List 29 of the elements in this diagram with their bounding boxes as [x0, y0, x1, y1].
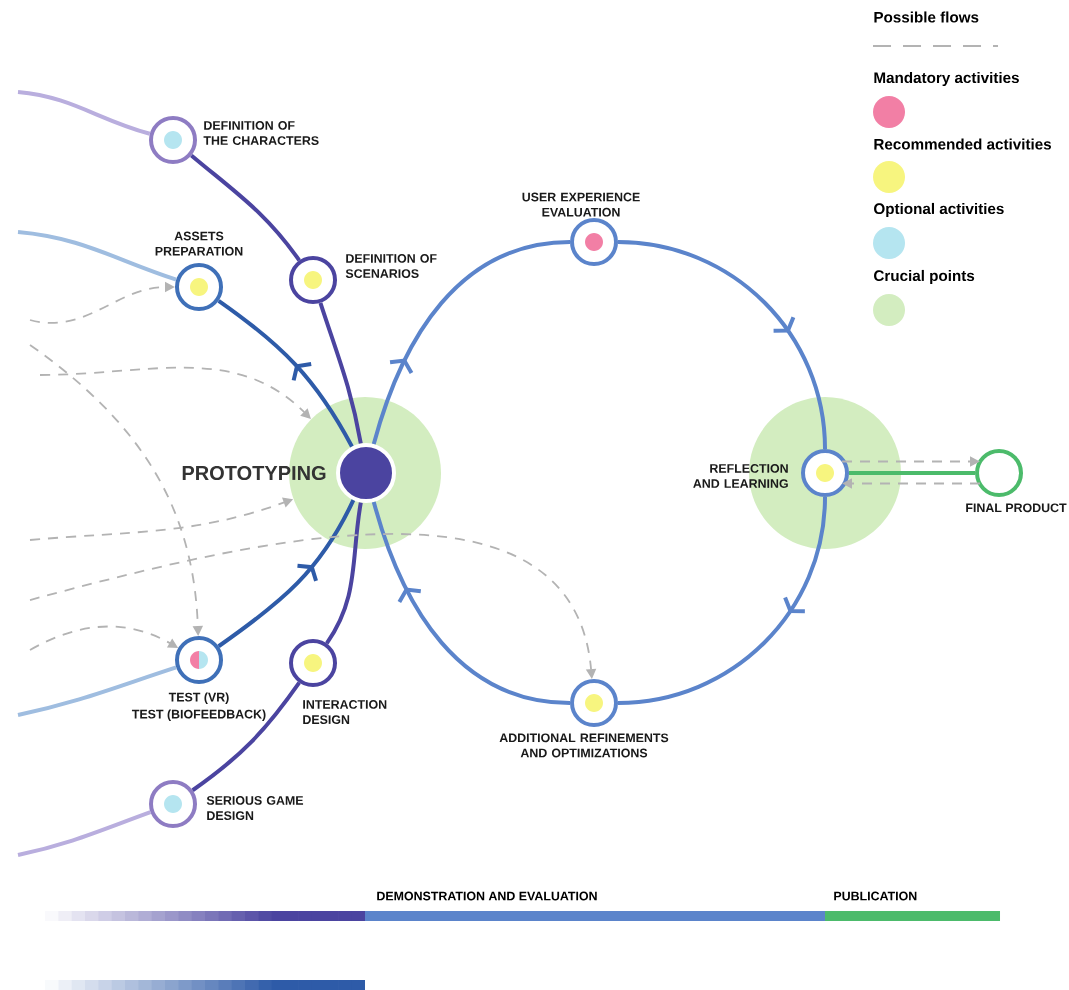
track-line	[190, 153, 301, 262]
legend-label: Optional activities	[874, 202, 1004, 218]
hub-label: PROTOTYPING	[182, 465, 326, 481]
activity-label: USER EXPERIENCE EVALUATION	[522, 192, 640, 217]
phase-label: DEMONSTRATION AND EVALUATION	[377, 891, 597, 901]
activity-label: TEST (VR)	[168, 692, 229, 704]
track-line	[17, 810, 152, 857]
activity-label: DEFINITION OF THE CHARACTERS	[203, 121, 319, 145]
activity-label: FINAL PRODUCT	[966, 503, 1067, 513]
activity-label: REFLECTION AND LEARNING	[693, 464, 788, 488]
track-line	[17, 665, 177, 717]
legend-label: Crucial points	[874, 269, 975, 285]
track-line	[191, 681, 301, 792]
activity-label: TEST (BIOFEEDBACK)	[131, 709, 266, 721]
activity-label: ADDITIONAL REFINEMENTS AND OPTIMIZATIONS	[499, 733, 669, 758]
track-line	[849, 471, 975, 475]
phase-label: PUBLICATION	[834, 891, 917, 901]
activity-label: DEFINITION OF SCENARIOS	[345, 254, 437, 278]
track-line	[17, 90, 151, 136]
legend-label: Mandatory activities	[874, 71, 1019, 87]
activity-label: SERIOUS GAME DESIGN	[206, 796, 304, 820]
track-line	[325, 502, 363, 645]
dashed-flow-arrow	[39, 366, 311, 419]
activity-label: ASSETS PREPARATION	[155, 231, 243, 256]
legend-label: Recommended activities	[874, 138, 1052, 150]
track-line	[17, 230, 177, 282]
track-line	[318, 302, 363, 444]
legend-label: Possible flows	[874, 11, 979, 23]
activity-label: INTERACTION DESIGN	[303, 700, 387, 724]
